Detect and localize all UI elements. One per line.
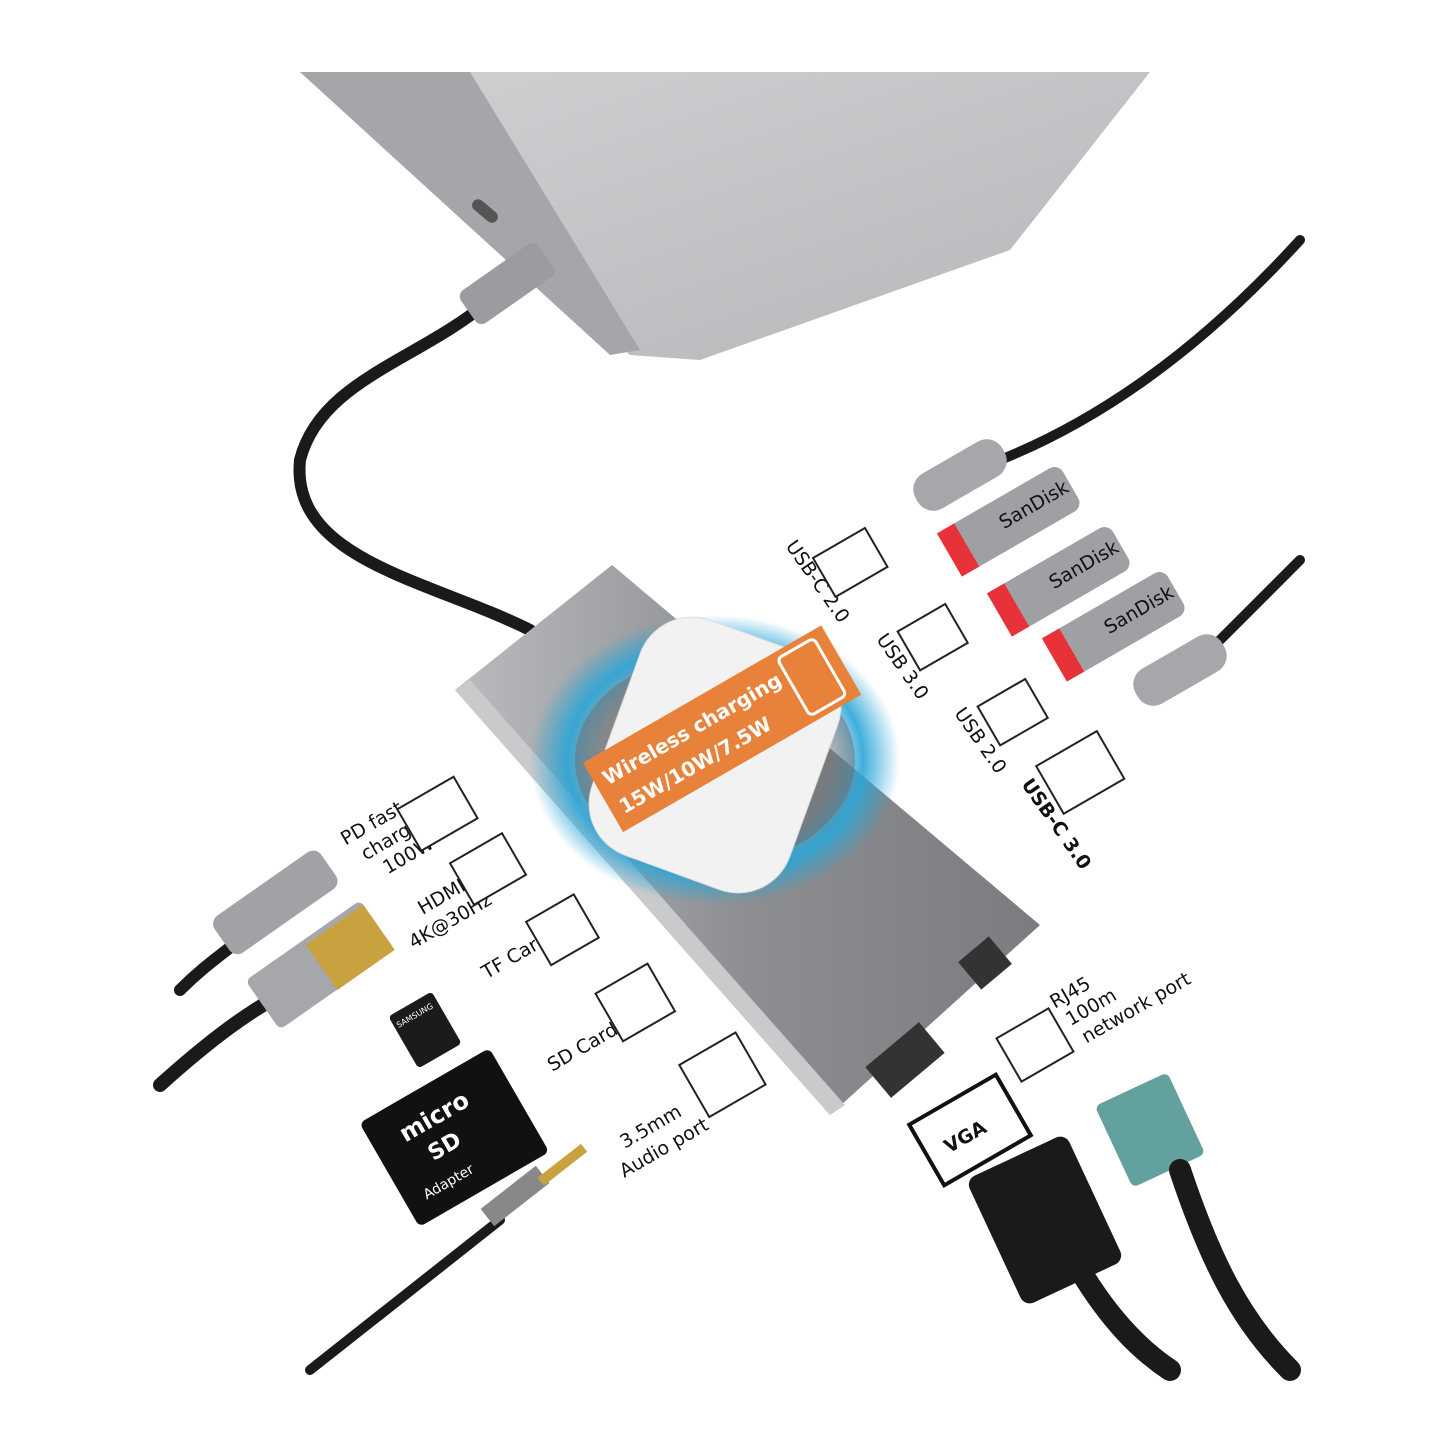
ethernet-icon: [995, 1006, 1075, 1084]
vga-cable: [1069, 1259, 1181, 1381]
sd-card-icon: [594, 962, 677, 1043]
usb-c-plug-left: [213, 850, 338, 955]
audio-plug-tip: [537, 1143, 588, 1186]
usb-icon: [976, 677, 1050, 747]
hdmi-icon: [448, 831, 528, 907]
hdmi-plug-tip: [305, 904, 395, 991]
tf-card: SAMSUNG: [389, 992, 461, 1068]
label-audio-port: 3.5mm Audio port: [616, 1101, 713, 1183]
usb-c-plug-right: [1133, 634, 1227, 706]
tf-card-icon: [524, 892, 601, 967]
vga-icon: VGA: [906, 1071, 1034, 1189]
vga-port: [865, 1022, 945, 1098]
label-sd-card: SD Card: [544, 1019, 622, 1077]
audio-cable: [305, 1215, 505, 1375]
usb-c-icon: [395, 775, 479, 853]
usb-c-icon: [811, 526, 889, 599]
usb-c-plug-top: [913, 439, 1007, 511]
label-rj45: RJ45 100m network port: [1046, 968, 1194, 1048]
usb-c-plug: [459, 243, 555, 325]
host-cable: [293, 294, 536, 636]
rj45-port: [958, 936, 1012, 990]
ethernet-cable: [1169, 1159, 1301, 1381]
audio-jack-icon: [677, 1031, 767, 1119]
usb-c-icon: [1034, 729, 1126, 816]
usb-c-cable-top: [995, 235, 1305, 465]
rj45-plug: [1096, 1074, 1204, 1186]
sd-adapter: micro SD Adapter: [361, 1050, 548, 1225]
usb-flash-drives: SanDisk SanDisk SanDisk: [936, 467, 1185, 682]
laptop: [300, 72, 1150, 360]
audio-plug: [480, 1165, 550, 1227]
usb-icon: [896, 602, 970, 672]
phone-charge-icon: [777, 638, 847, 716]
